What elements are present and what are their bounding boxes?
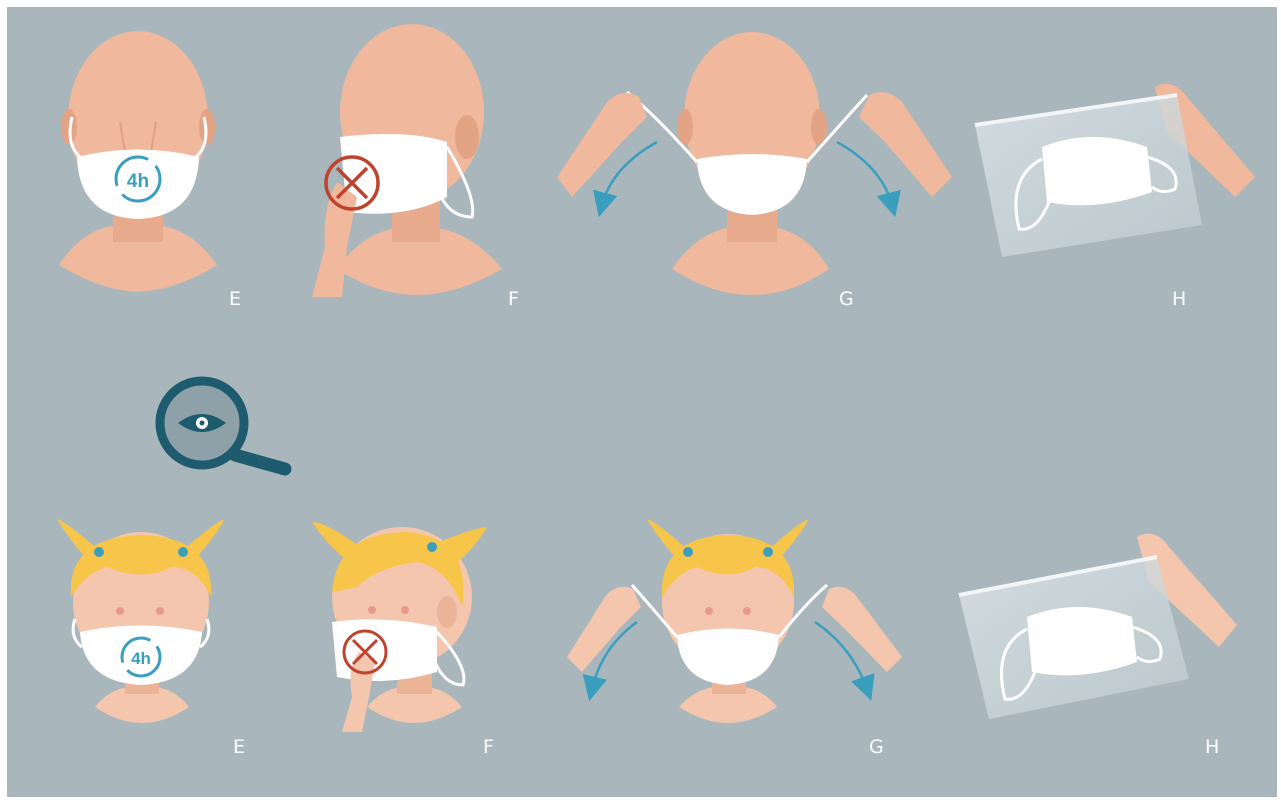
instruction-panel: 4h — [7, 7, 1277, 797]
child-step-h — [959, 534, 1237, 719]
mask-in-zip-bag — [975, 95, 1202, 257]
child-step-e-label: E — [233, 737, 245, 757]
badge-4h: 4h — [127, 171, 149, 192]
magnifier-eye-icon — [160, 381, 285, 469]
adult-step-h-label: H — [1172, 289, 1186, 309]
adult-step-g — [557, 32, 952, 295]
child-step-f-label: F — [483, 737, 494, 757]
adult-step-g-label: G — [839, 289, 854, 309]
badge-4h: 4h — [131, 649, 151, 668]
child-step-g-label: G — [869, 737, 884, 757]
adult-step-f-label: F — [508, 289, 519, 309]
adult-step-e: 4h — [59, 31, 217, 292]
child-step-h-label: H — [1205, 737, 1219, 757]
adult-step-h — [975, 84, 1255, 257]
adult-step-e-label: E — [229, 289, 241, 309]
instruction-illustration: 4h — [7, 7, 1277, 797]
adult-step-f — [312, 24, 502, 297]
child-step-f — [312, 522, 487, 732]
child-step-e: 4h — [57, 519, 225, 723]
child-step-g — [567, 519, 902, 723]
mask-in-zip-bag — [959, 557, 1189, 719]
